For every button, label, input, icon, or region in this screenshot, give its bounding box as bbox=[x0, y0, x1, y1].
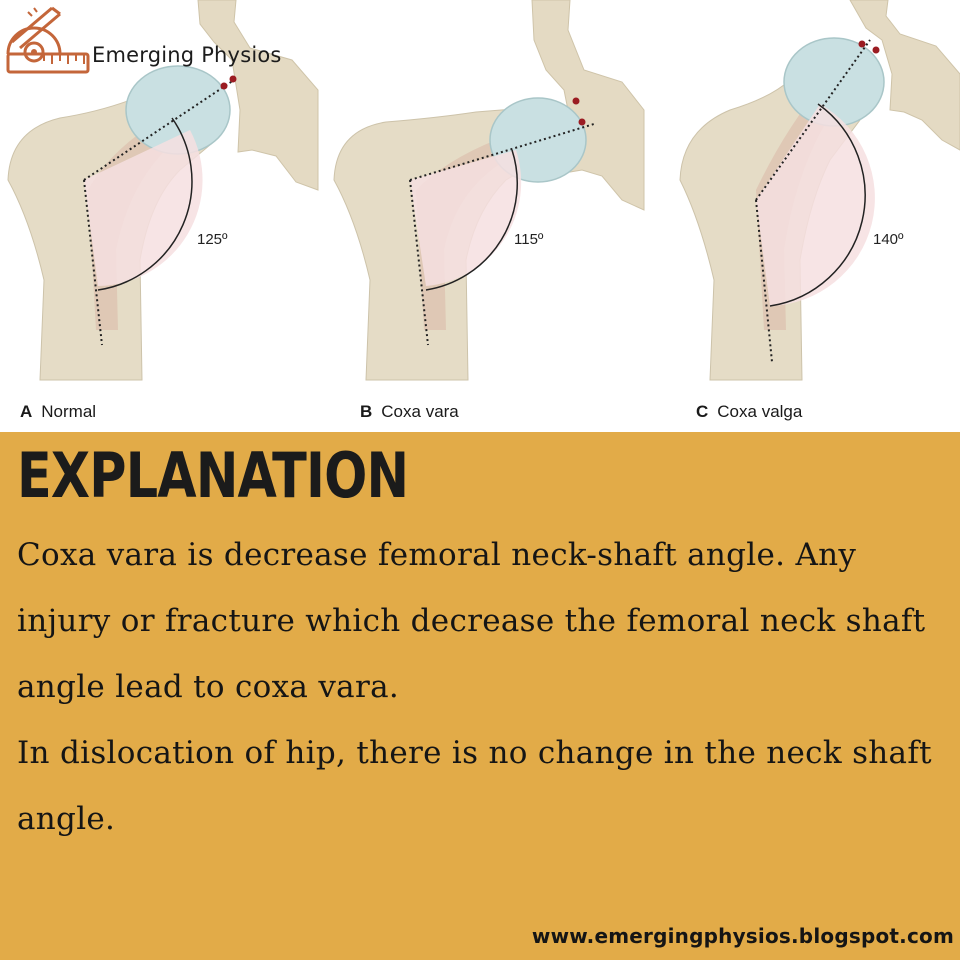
caption-normal: A Normal bbox=[20, 402, 96, 422]
caption-letter: A bbox=[20, 402, 33, 421]
figure-coxa-valga: 140º bbox=[660, 0, 960, 392]
brand-name: Emerging Physios bbox=[92, 43, 282, 67]
explanation-body: Coxa vara is decrease femoral neck-shaft… bbox=[17, 522, 947, 852]
caption-coxa-valga: C Coxa valga bbox=[696, 402, 802, 422]
explanation-heading: EXPLANATION bbox=[17, 439, 409, 512]
caption-letter: C bbox=[696, 402, 709, 421]
angle-label-coxa-valga: 140º bbox=[873, 231, 904, 248]
caption-text: Coxa vara bbox=[381, 402, 459, 421]
angle-label-coxa-vara: 115º bbox=[514, 231, 544, 248]
caption-letter: B bbox=[360, 402, 373, 421]
explanation-paragraph-2: In dislocation of hip, there is no chang… bbox=[17, 735, 932, 837]
femur-illustration-normal bbox=[7, 0, 319, 381]
explanation-panel bbox=[0, 432, 960, 960]
hip-diagram-area: 125º 115º 14 bbox=[0, 0, 960, 432]
figure-normal: 125º bbox=[0, 0, 320, 392]
caption-text: Normal bbox=[41, 402, 97, 421]
explanation-paragraph-1: Coxa vara is decrease femoral neck-shaft… bbox=[17, 537, 926, 705]
caption-text: Coxa valga bbox=[717, 402, 803, 421]
femur-illustration-coxa-vara bbox=[333, 0, 645, 381]
website-url: www.emergingphysios.blogspot.com bbox=[531, 924, 954, 948]
angle-label-normal: 125º bbox=[197, 231, 228, 248]
femur-illustration-coxa-valga bbox=[679, 0, 960, 381]
protractor-logo-icon bbox=[6, 6, 90, 74]
caption-coxa-vara: B Coxa vara bbox=[360, 402, 459, 422]
figure-coxa-vara: 115º bbox=[326, 0, 646, 392]
